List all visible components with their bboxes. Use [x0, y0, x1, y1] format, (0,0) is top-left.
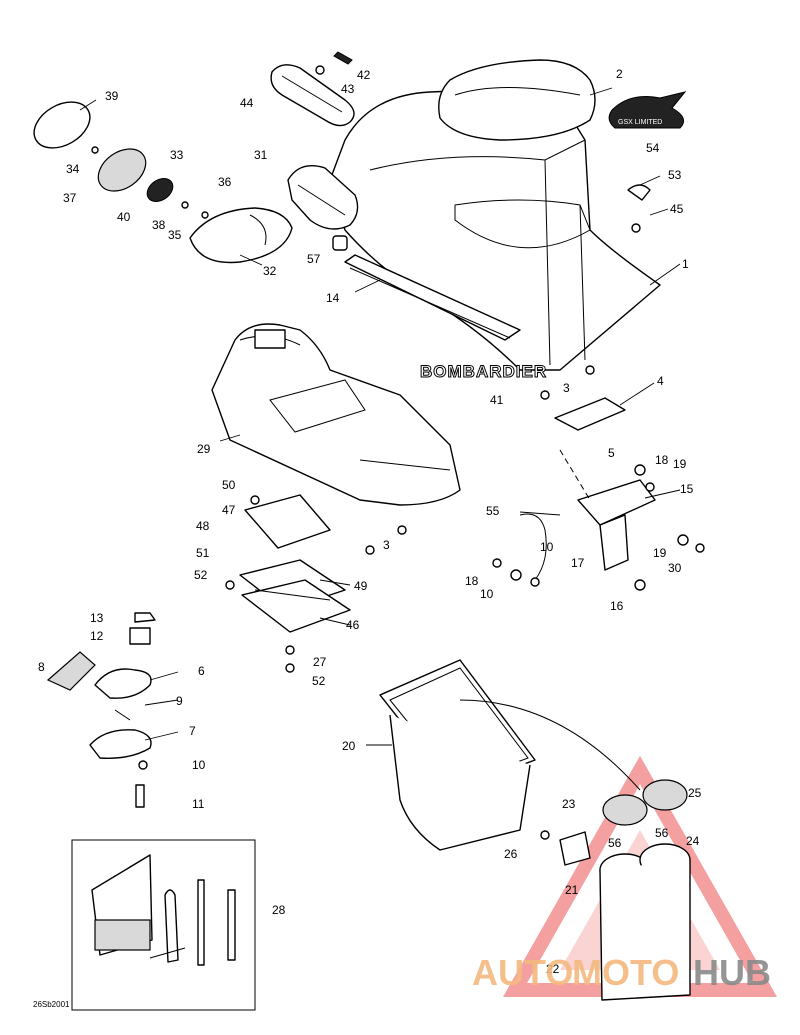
- callout-52a: 52: [194, 568, 208, 582]
- callout-51: 51: [196, 546, 210, 560]
- seat-brand-lettering: BOMBARDIER: [420, 362, 547, 381]
- callout-16: 16: [610, 599, 624, 613]
- callout-53: 53: [668, 168, 682, 182]
- storage-tray: [211, 323, 461, 506]
- cup-holders: [559, 779, 691, 1001]
- callout-46: 46: [346, 618, 360, 632]
- storage-bin: [379, 659, 641, 851]
- callout-52b: 52: [312, 674, 326, 688]
- callout-14: 14: [326, 291, 340, 305]
- callout-5: 5: [608, 446, 615, 460]
- callout-10c: 10: [480, 587, 494, 601]
- seat-seal: [344, 254, 521, 341]
- callout-45: 45: [670, 202, 684, 216]
- watermark-word-moto: MOTO: [572, 952, 679, 993]
- tool-kit-inset: [71, 839, 256, 1011]
- callout-6: 6: [198, 664, 205, 678]
- callout-57: 57: [307, 252, 321, 266]
- callout-18b: 18: [465, 574, 479, 588]
- callout-22: 22: [546, 962, 560, 976]
- callout-20: 20: [342, 739, 356, 753]
- callout-48: 48: [196, 519, 210, 533]
- callout-9: 9: [176, 694, 183, 708]
- watermark-word-hub: HUB: [693, 952, 771, 993]
- callout-56a: 56: [608, 836, 622, 850]
- bumper: [332, 235, 348, 251]
- callout-10a: 10: [192, 758, 206, 772]
- callout-56b: 56: [655, 826, 669, 840]
- callout-43: 43: [341, 82, 355, 96]
- callout-34: 34: [66, 162, 80, 176]
- callout-27: 27: [313, 655, 327, 669]
- seat-assembly: BOMBARDIER: [329, 59, 661, 382]
- callout-31: 31: [254, 148, 268, 162]
- callout-32: 32: [263, 264, 277, 278]
- electrical-bracket: [519, 397, 656, 581]
- handle-pod: [287, 165, 359, 230]
- callout-3b: 3: [383, 538, 390, 552]
- watermark-text: AUTO MOTO HUB: [472, 952, 771, 993]
- callout-19a: 19: [673, 457, 687, 471]
- callout-49: 49: [354, 579, 368, 593]
- emblem-lettering: GSX LIMITED: [618, 119, 662, 126]
- callout-23: 23: [562, 797, 576, 811]
- gauge-parts: [33, 101, 209, 219]
- leader-lines: [79, 87, 681, 746]
- callout-25: 25: [688, 786, 702, 800]
- callout-17: 17: [571, 556, 585, 570]
- callout-47: 47: [222, 503, 236, 517]
- callout-18a: 18: [655, 453, 669, 467]
- callout-19b: 19: [653, 546, 667, 560]
- callout-39: 39: [105, 89, 119, 103]
- callout-33: 33: [170, 148, 184, 162]
- callout-8: 8: [38, 660, 45, 674]
- callout-4: 4: [657, 374, 664, 388]
- callout-29: 29: [197, 442, 211, 456]
- gsx-emblem: GSX LIMITED: [608, 91, 687, 129]
- callout-2: 2: [616, 67, 623, 81]
- callout-7: 7: [189, 724, 196, 738]
- callout-50: 50: [222, 478, 236, 492]
- callout-24: 24: [686, 834, 700, 848]
- callout-26: 26: [504, 847, 518, 861]
- glove-box-lid: [189, 207, 293, 264]
- callout-36: 36: [218, 175, 232, 189]
- callout-21: 21: [565, 883, 579, 897]
- callout-44: 44: [240, 96, 254, 110]
- callout-30: 30: [668, 561, 682, 575]
- callout-55: 55: [486, 504, 500, 518]
- callout-10b: 10: [540, 540, 554, 554]
- callout-11: 11: [192, 797, 205, 811]
- callout-38: 38: [152, 218, 166, 232]
- mirror: [270, 51, 355, 127]
- callout-40: 40: [117, 210, 131, 224]
- connector-parts: [46, 612, 156, 808]
- callout-13: 13: [90, 611, 104, 625]
- callout-41: 41: [490, 393, 504, 407]
- callout-15: 15: [680, 482, 694, 496]
- callout-12: 12: [90, 629, 104, 643]
- callout-labels: 1 2 3 3 4 5 6 7 8 9 10 10 10 11 12 13 14…: [38, 67, 702, 976]
- bracket-assembly: [239, 494, 351, 633]
- callout-28: 28: [272, 903, 286, 917]
- callout-54: 54: [646, 141, 660, 155]
- callout-42: 42: [357, 68, 371, 82]
- callout-3a: 3: [563, 381, 570, 395]
- callout-37: 37: [63, 191, 77, 205]
- callout-1: 1: [682, 257, 689, 271]
- figure-reference-code: 26Sb2001: [33, 1000, 70, 1009]
- fasteners: [138, 184, 705, 840]
- callout-35: 35: [168, 228, 182, 242]
- watermark-word-auto: AUTO: [472, 952, 573, 993]
